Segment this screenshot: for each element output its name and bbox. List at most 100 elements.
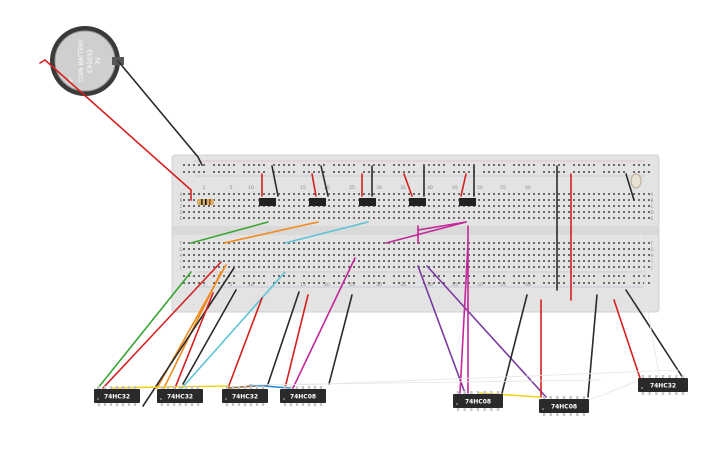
- hole: [303, 275, 305, 277]
- hole: [598, 199, 600, 201]
- hole: [413, 193, 415, 195]
- hole: [278, 171, 280, 173]
- hole: [298, 217, 300, 219]
- hole: [298, 248, 300, 250]
- hole: [503, 254, 505, 256]
- column-number-bottom: 55: [500, 282, 506, 288]
- hole: [378, 248, 380, 250]
- hole: [548, 260, 550, 262]
- hole: [218, 260, 220, 262]
- hole: [638, 193, 640, 195]
- hole: [308, 248, 310, 250]
- hole: [368, 248, 370, 250]
- hole: [553, 282, 555, 284]
- hole: [308, 260, 310, 262]
- hole: [563, 199, 565, 201]
- hole: [283, 217, 285, 219]
- hole: [398, 171, 400, 173]
- hole: [523, 275, 525, 277]
- hole: [553, 199, 555, 201]
- purple-wire: [417, 265, 466, 394]
- hole: [288, 171, 290, 173]
- breadboard: 1155101015152020252530303535404045455050…: [171, 154, 660, 313]
- hole: [278, 260, 280, 262]
- hole: [428, 211, 430, 213]
- hole: [393, 282, 395, 284]
- hole: [463, 254, 465, 256]
- hole: [523, 282, 525, 284]
- hole: [548, 164, 550, 166]
- chip: 74HC08: [539, 396, 589, 416]
- hole: [518, 266, 520, 268]
- hole: [608, 282, 610, 284]
- hole: [298, 260, 300, 262]
- hole: [443, 211, 445, 213]
- hole: [243, 211, 245, 213]
- hole: [318, 193, 320, 195]
- hole: [213, 171, 215, 173]
- hole: [583, 217, 585, 219]
- hole: [503, 248, 505, 250]
- chip-body: [280, 389, 326, 403]
- hole: [318, 171, 320, 173]
- hole: [413, 254, 415, 256]
- hole: [518, 275, 520, 277]
- hole: [438, 282, 440, 284]
- hole: [363, 266, 365, 268]
- hole: [303, 205, 305, 207]
- hole: [393, 242, 395, 244]
- hole: [553, 260, 555, 262]
- hole: [523, 260, 525, 262]
- hole: [238, 205, 240, 207]
- wires: [39, 59, 684, 407]
- hole: [628, 266, 630, 268]
- hole: [198, 164, 200, 166]
- hole: [408, 266, 410, 268]
- hole: [533, 254, 535, 256]
- hole: [338, 193, 340, 195]
- hole: [198, 248, 200, 250]
- hole: [488, 242, 490, 244]
- hole: [468, 193, 470, 195]
- white-wire: [299, 369, 681, 386]
- hole: [188, 266, 190, 268]
- hole: [308, 275, 310, 277]
- hole: [478, 205, 480, 207]
- hole: [528, 193, 530, 195]
- hole: [528, 171, 530, 173]
- hole: [438, 199, 440, 201]
- hole: [433, 260, 435, 262]
- hole: [513, 242, 515, 244]
- hole: [543, 260, 545, 262]
- column-number-bottom: 20: [324, 282, 330, 288]
- hole: [288, 266, 290, 268]
- hole: [383, 248, 385, 250]
- hole: [468, 242, 470, 244]
- hole: [188, 248, 190, 250]
- hole: [338, 164, 340, 166]
- hole: [263, 242, 265, 244]
- hole: [443, 164, 445, 166]
- hole: [223, 260, 225, 262]
- hole: [318, 266, 320, 268]
- hole: [213, 164, 215, 166]
- hole: [618, 260, 620, 262]
- hole: [398, 193, 400, 195]
- hole: [528, 282, 530, 284]
- hole: [258, 242, 260, 244]
- hole: [263, 254, 265, 256]
- chip-body: [222, 389, 268, 403]
- hole: [643, 242, 645, 244]
- hole: [403, 282, 405, 284]
- hole: [503, 266, 505, 268]
- hole: [198, 193, 200, 195]
- hole: [203, 266, 205, 268]
- hole: [633, 266, 635, 268]
- hole: [243, 266, 245, 268]
- hole: [418, 248, 420, 250]
- hole: [208, 242, 210, 244]
- hole: [433, 164, 435, 166]
- hole: [193, 205, 195, 207]
- hole: [443, 260, 445, 262]
- hole: [328, 254, 330, 256]
